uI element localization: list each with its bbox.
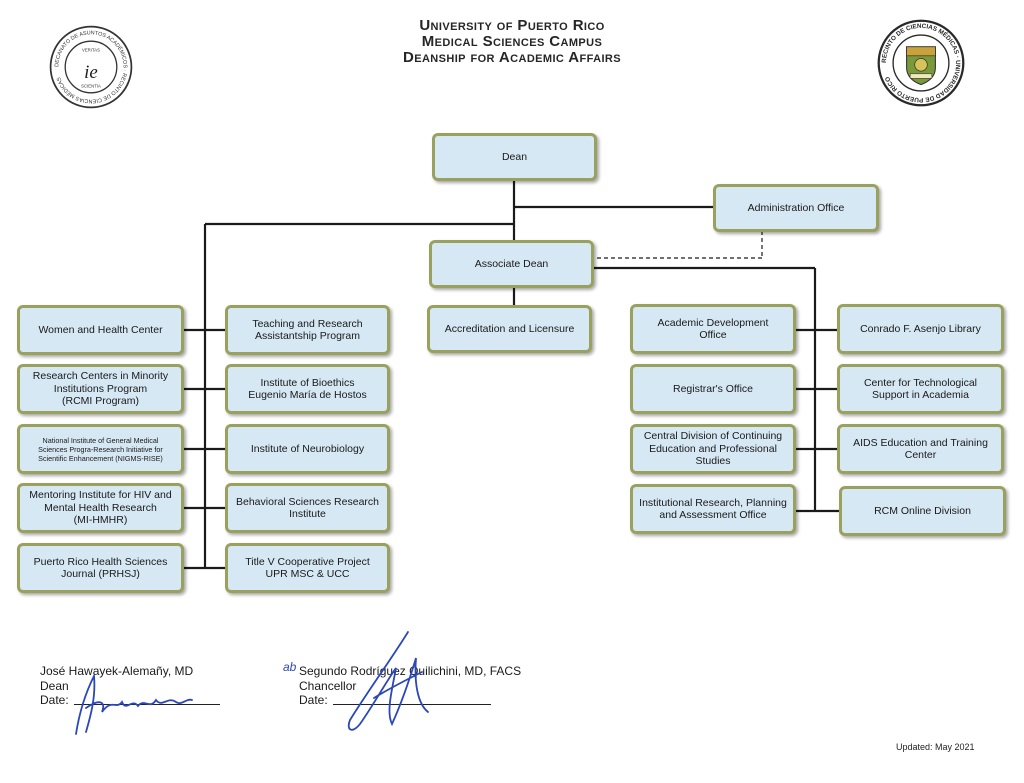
node-behavioral-sciences-institute: Behavioral Sciences Research Institute: [225, 483, 390, 533]
dean-signature-block: José Hawayek-Alemañy, MD Dean Date:: [40, 664, 193, 708]
node-registrars-office: Registrar's Office: [630, 364, 796, 414]
node-asenjo-library: Conrado F. Asenjo Library: [837, 304, 1004, 354]
node-institute-neurobiology: Institute of Neurobiology: [225, 424, 390, 474]
node-women-health-center: Women and Health Center: [17, 305, 184, 355]
node-teaching-research-assistantship: Teaching and Research Assistantship Prog…: [225, 305, 390, 355]
node-rcm-online-division: RCM Online Division: [839, 486, 1006, 536]
node-technological-support: Center for Technological Support in Acad…: [837, 364, 1004, 414]
node-rcmi-program: Research Centers in Minority Institution…: [17, 364, 184, 414]
node-aids-education-center: AIDS Education and Training Center: [837, 424, 1004, 474]
left-seal-top: VERITAS: [82, 48, 100, 53]
chancellor-date-line: [333, 704, 491, 705]
campus-seal-icon: RECINTO DE CIENCIAS MÉDICAS · UNIVERSIDA…: [876, 18, 966, 108]
node-accreditation-licensure: Accreditation and Licensure: [427, 305, 592, 353]
chancellor-name: Segundo Rodríguez Quilichini, MD, FACS: [299, 664, 522, 678]
chancellor-title: Chancellor: [299, 678, 357, 693]
dean-name: José Hawayek-Alemañy, MD: [40, 664, 194, 678]
node-associate-dean: Associate Dean: [429, 240, 594, 288]
header-campus: Medical Sciences Campus: [421, 33, 603, 50]
left-seal-mark: ie: [84, 62, 98, 83]
node-continuing-education: Central Division of Continuing Education…: [630, 424, 796, 474]
header-university: University of Puerto Rico: [419, 17, 605, 34]
header-deanship: Deanship for Academic Affairs: [402, 49, 622, 66]
node-mentoring-institute: Mentoring Institute for HIV and Mental H…: [17, 483, 184, 533]
node-nigms-rise: National Institute of General Medical Sc…: [17, 424, 184, 474]
dean-handwritten-signature-icon: [75, 672, 193, 735]
left-seal-bottom: SCIENTIA: [81, 84, 101, 89]
chancellor-initials: ab: [283, 660, 297, 674]
chancellor-date-label: Date:: [299, 693, 328, 707]
node-institutional-research: Institutional Research, Planning and Ass…: [630, 484, 796, 534]
node-institute-bioethics: Institute of Bioethics Eugenio María de …: [225, 364, 390, 414]
chancellor-signature-block: Segundo Rodríguez Quilichini, MD, FACS C…: [299, 664, 521, 708]
deanship-seal-icon: DECANATO DE ASUNTOS ACADÉMICOS · RECINTO…: [48, 24, 134, 110]
node-academic-development-office: Academic Development Office: [630, 304, 796, 354]
node-dean: Dean: [432, 133, 597, 181]
dean-date-label: Date:: [40, 693, 69, 707]
dean-title: Dean: [40, 678, 69, 693]
node-administration-office: Administration Office: [713, 184, 879, 232]
node-title-v-project: Title V Cooperative Project UPR MSC & UC…: [225, 543, 390, 593]
updated-date: Updated: May 2021: [896, 742, 975, 752]
node-prhsj: Puerto Rico Health Sciences Journal (PRH…: [17, 543, 184, 593]
page-header: University of Puerto Rico Medical Scienc…: [0, 18, 1024, 66]
chancellor-handwritten-signature-icon: [347, 631, 429, 731]
